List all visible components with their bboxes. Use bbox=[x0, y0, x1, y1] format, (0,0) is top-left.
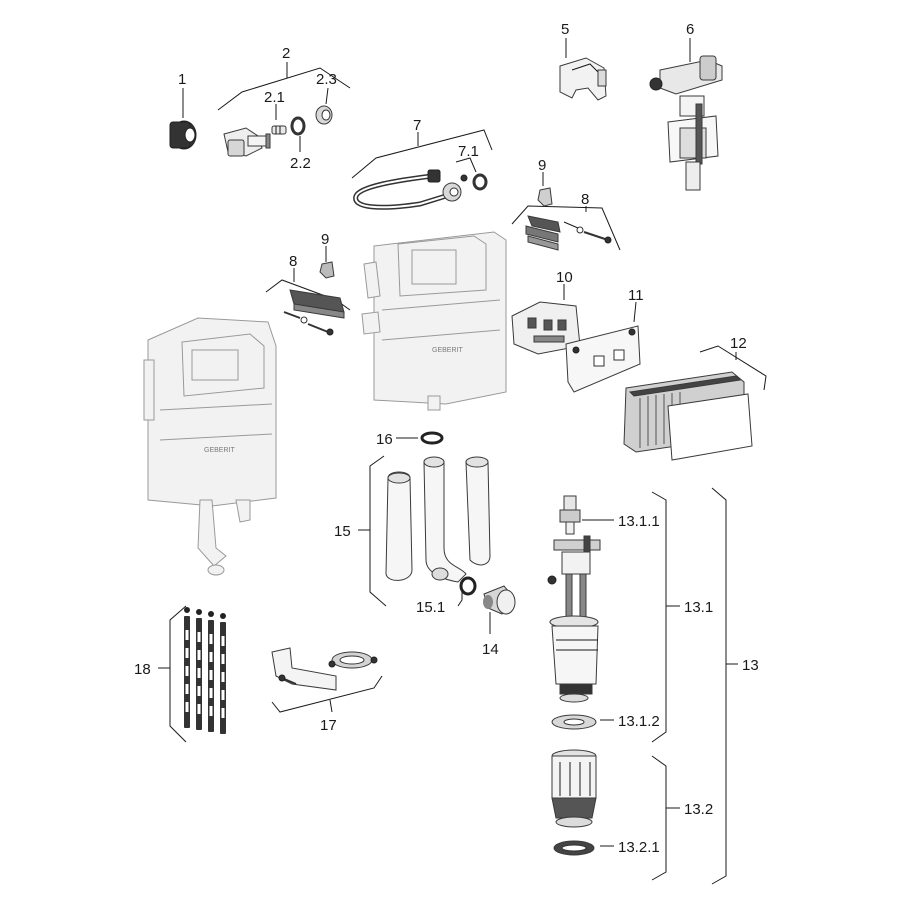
cistern-ghost-center: GEBERIT bbox=[361, 231, 507, 411]
callout-labels: 1 2 2.1 2.2 2.3 5 6 7 7.1 8 8 9 9 10 11 … bbox=[134, 21, 759, 856]
callout-15-1: 15.1 bbox=[416, 599, 445, 616]
callout-10: 10 bbox=[556, 269, 573, 286]
callout-7-1: 7.1 bbox=[458, 143, 479, 160]
callout-17: 17 bbox=[320, 717, 337, 734]
part-18-fixing-straps bbox=[184, 607, 226, 734]
callout-9-upper: 9 bbox=[538, 157, 546, 174]
part-2-1-nipple bbox=[271, 125, 287, 135]
callout-14: 14 bbox=[482, 641, 499, 658]
part-13-2-1-seal bbox=[553, 840, 595, 856]
callout-2-3: 2.3 bbox=[316, 71, 337, 88]
part-13-2-valve-body bbox=[551, 749, 597, 828]
callout-13-1-1: 13.1.1 bbox=[618, 513, 660, 530]
part-12-cover-panel bbox=[623, 371, 753, 461]
part-1-nut bbox=[169, 120, 197, 150]
callout-13-1: 13.1 bbox=[684, 599, 713, 616]
callout-18: 18 bbox=[134, 661, 151, 678]
callout-13-2-1: 13.2.1 bbox=[618, 839, 660, 856]
callout-12: 12 bbox=[730, 335, 747, 352]
callout-9-lower: 9 bbox=[321, 231, 329, 248]
part-6-fill-valve bbox=[649, 55, 723, 191]
cistern-ghost-left: GEBERIT bbox=[143, 317, 277, 576]
callout-2: 2 bbox=[282, 45, 290, 62]
callout-13: 13 bbox=[742, 657, 759, 674]
part-15-1-seal bbox=[459, 576, 477, 596]
callout-11: 11 bbox=[628, 287, 644, 304]
callout-2-1: 2.1 bbox=[264, 89, 285, 106]
callout-5: 5 bbox=[561, 21, 569, 38]
part-9-bracket-lower bbox=[319, 261, 335, 279]
callout-7: 7 bbox=[413, 117, 421, 134]
callout-2-2: 2.2 bbox=[290, 155, 311, 172]
part-14-connector bbox=[483, 585, 516, 615]
brand-logo-center: GEBERIT bbox=[432, 347, 463, 354]
brand-logo-left: GEBERIT bbox=[204, 447, 235, 454]
part-16-o-ring bbox=[420, 431, 444, 445]
part-17-bracket bbox=[271, 647, 378, 691]
callout-15: 15 bbox=[334, 523, 351, 540]
part-8-fixing-set-lower bbox=[283, 289, 345, 336]
callout-8-lower: 8 bbox=[289, 253, 297, 270]
callout-16: 16 bbox=[376, 431, 393, 448]
leader-lines bbox=[158, 38, 767, 885]
callout-13-1-2: 13.1.2 bbox=[618, 713, 660, 730]
callout-8-upper: 8 bbox=[581, 191, 589, 208]
callout-6: 6 bbox=[686, 21, 694, 38]
part-5-clip bbox=[559, 57, 607, 101]
callout-13-2: 13.2 bbox=[684, 801, 713, 818]
part-2-2-seal bbox=[290, 116, 306, 136]
part-9-bracket-upper bbox=[537, 187, 553, 207]
part-13-1-2-gasket bbox=[551, 714, 597, 730]
part-13-1-1-lever bbox=[559, 495, 581, 535]
part-7-1-seals bbox=[460, 173, 488, 191]
part-10-actuator-frame bbox=[511, 301, 581, 355]
part-8-fixing-set-upper bbox=[525, 215, 612, 251]
part-15-flush-pipe-set bbox=[385, 456, 491, 583]
part-2-inlet-connector bbox=[223, 127, 271, 157]
part-13-1-flush-valve bbox=[547, 535, 601, 703]
part-2-3-nut bbox=[315, 105, 333, 125]
part-11-frame bbox=[565, 325, 641, 393]
part-7-flex-hose bbox=[353, 169, 462, 210]
callout-1: 1 bbox=[178, 71, 186, 88]
